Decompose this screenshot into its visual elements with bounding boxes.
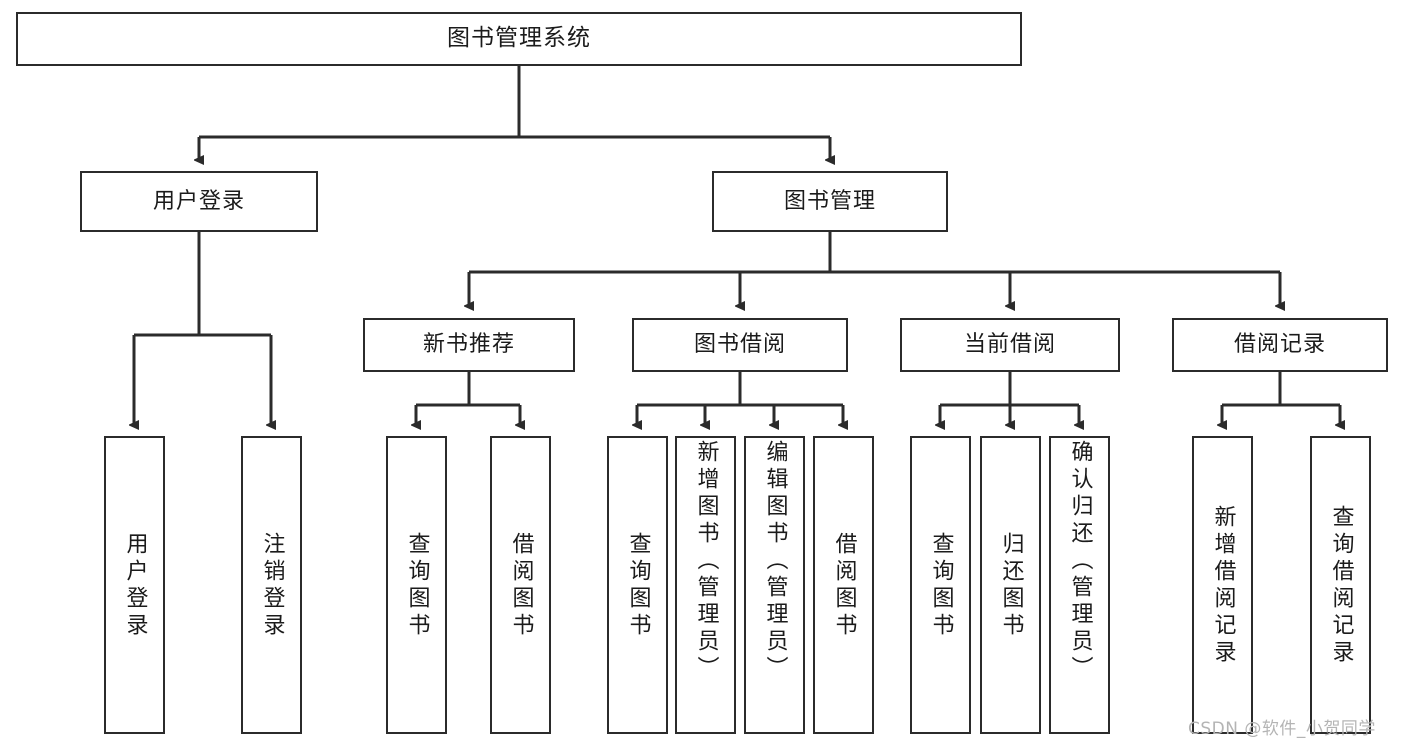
leaf-query-book-borrow[interactable]: 查询图书 bbox=[607, 436, 668, 734]
node-label: 查询借阅记录 bbox=[1328, 505, 1354, 667]
node-label: 借阅记录 bbox=[1233, 332, 1326, 358]
node-label: 图书管理系统 bbox=[447, 25, 591, 52]
leaf-borrow-book-borrow[interactable]: 借阅图书 bbox=[813, 436, 874, 734]
leaf-edit-book-admin[interactable]: 编辑图书（管理员） bbox=[744, 436, 805, 734]
node-label: 用户登录 bbox=[152, 188, 245, 214]
node-label: 图书管理 bbox=[783, 188, 876, 214]
leaf-add-borrow-record[interactable]: 新增借阅记录 bbox=[1192, 436, 1253, 734]
node-label: 归还图书 bbox=[998, 532, 1024, 640]
node-label: 新增图书（管理员） bbox=[693, 440, 719, 683]
leaf-logout-login[interactable]: 注销登录 bbox=[241, 436, 302, 734]
node-current-borrow[interactable]: 当前借阅 bbox=[900, 318, 1120, 372]
leaf-confirm-return-admin[interactable]: 确认归还（管理员） bbox=[1049, 436, 1110, 734]
leaf-query-book-current[interactable]: 查询图书 bbox=[910, 436, 971, 734]
node-label: 查询图书 bbox=[928, 532, 954, 640]
node-user-login[interactable]: 用户登录 bbox=[80, 171, 318, 232]
node-new-book-recommend[interactable]: 新书推荐 bbox=[363, 318, 575, 372]
node-label: 编辑图书（管理员） bbox=[762, 440, 788, 683]
node-label: 借阅图书 bbox=[508, 532, 534, 640]
node-label: 查询图书 bbox=[404, 532, 430, 640]
leaf-user-login[interactable]: 用户登录 bbox=[104, 436, 165, 734]
node-borrow-record[interactable]: 借阅记录 bbox=[1172, 318, 1388, 372]
node-label: 借阅图书 bbox=[831, 532, 857, 640]
node-label: 图书借阅 bbox=[693, 332, 786, 358]
node-book-borrow[interactable]: 图书借阅 bbox=[632, 318, 848, 372]
node-label: 注销登录 bbox=[259, 532, 285, 640]
leaf-add-book-admin[interactable]: 新增图书（管理员） bbox=[675, 436, 736, 734]
node-label: 新增借阅记录 bbox=[1210, 505, 1236, 667]
node-label: 确认归还（管理员） bbox=[1067, 440, 1093, 683]
leaf-query-book-new[interactable]: 查询图书 bbox=[386, 436, 447, 734]
node-label: 用户登录 bbox=[122, 532, 148, 640]
leaf-return-book[interactable]: 归还图书 bbox=[980, 436, 1041, 734]
node-root-system[interactable]: 图书管理系统 bbox=[16, 12, 1022, 66]
leaf-query-borrow-record[interactable]: 查询借阅记录 bbox=[1310, 436, 1371, 734]
node-label: 新书推荐 bbox=[422, 332, 515, 358]
csdn-watermark: CSDN @软件_小贺同学 bbox=[1188, 719, 1376, 739]
leaf-borrow-book-new[interactable]: 借阅图书 bbox=[490, 436, 551, 734]
node-book-management[interactable]: 图书管理 bbox=[712, 171, 948, 232]
node-label: 查询图书 bbox=[625, 532, 651, 640]
node-label: 当前借阅 bbox=[963, 332, 1056, 358]
